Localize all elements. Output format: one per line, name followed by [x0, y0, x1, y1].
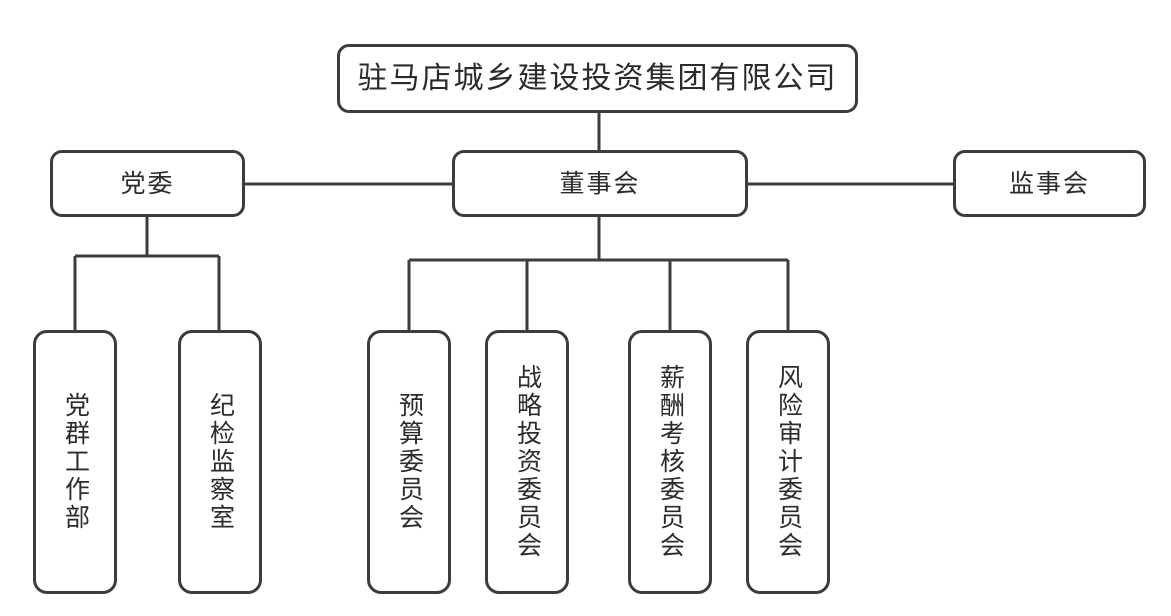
node-risk-audit-label: 风险审计委员会 — [774, 364, 803, 560]
node-board-directors[interactable]: 董事会 — [452, 150, 748, 217]
node-board-supervisors-label: 监事会 — [1008, 169, 1090, 198]
node-compensation-review-label: 薪酬考核委员会 — [656, 364, 685, 560]
node-strategy-investment[interactable]: 战略投资委员会 — [485, 330, 569, 594]
node-discipline-inspect-label: 纪检监察室 — [206, 392, 235, 532]
node-board-directors-label: 董事会 — [559, 169, 641, 198]
node-party-committee-label: 党委 — [120, 169, 175, 198]
node-party-committee[interactable]: 党委 — [50, 150, 245, 217]
node-root[interactable]: 驻马店城乡建设投资集团有限公司 — [337, 44, 858, 113]
node-strategy-investment-label: 战略投资委员会 — [513, 364, 542, 560]
node-budget-committee-label: 预算委员会 — [395, 392, 424, 532]
node-risk-audit[interactable]: 风险审计委员会 — [746, 330, 830, 594]
node-party-mass-work[interactable]: 党群工作部 — [33, 330, 117, 594]
node-budget-committee[interactable]: 预算委员会 — [367, 330, 451, 594]
node-discipline-inspect[interactable]: 纪检监察室 — [178, 330, 262, 594]
node-party-mass-work-label: 党群工作部 — [61, 392, 90, 532]
node-root-label: 驻马店城乡建设投资集团有限公司 — [357, 61, 838, 95]
node-board-supervisors[interactable]: 监事会 — [953, 150, 1146, 217]
node-compensation-review[interactable]: 薪酬考核委员会 — [628, 330, 712, 594]
